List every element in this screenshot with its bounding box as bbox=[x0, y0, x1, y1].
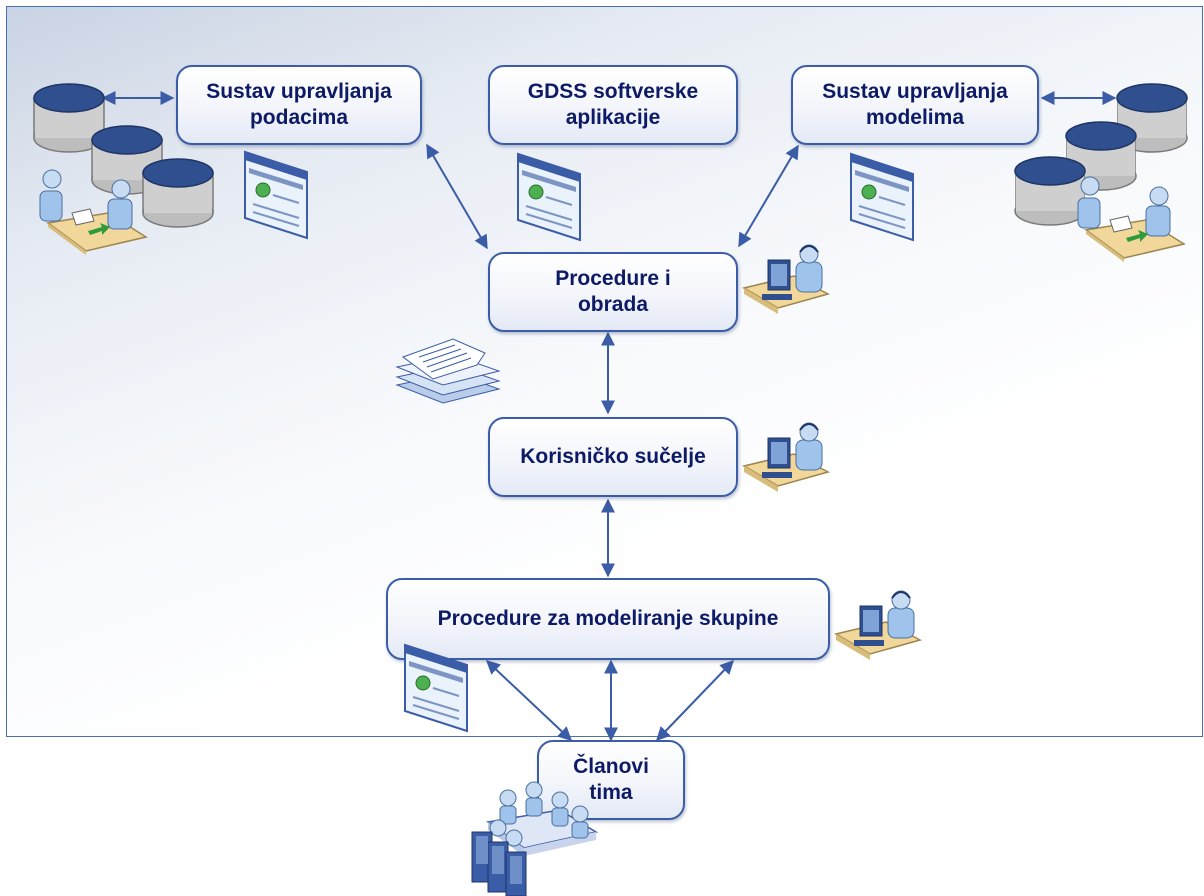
data-management-node: Sustav upravljanja podacima bbox=[176, 65, 422, 145]
database-icon bbox=[1014, 156, 1086, 226]
application-window-icon bbox=[517, 152, 581, 242]
arrow-group-to-team-right bbox=[656, 659, 734, 742]
meeting-at-desk-icon bbox=[39, 169, 148, 255]
arrow-models-to-procedures bbox=[738, 144, 799, 248]
database-icon bbox=[142, 158, 214, 228]
model-management-node: Sustav upravljanja modelima bbox=[791, 65, 1039, 145]
team-members-label: Članovi tima bbox=[573, 755, 649, 804]
arrow-data-to-procedures bbox=[426, 143, 488, 250]
procedures-label: Procedure i obrada bbox=[555, 267, 671, 316]
gdss-applications-node: GDSS softverske aplikacije bbox=[488, 65, 738, 145]
procedures-node: Procedure i obrada bbox=[488, 252, 738, 332]
group-modeling-label: Procedure za modeliranje skupine bbox=[437, 607, 779, 631]
team-at-table-icon bbox=[471, 781, 598, 896]
group-modeling-node: Procedure za modeliranje skupine bbox=[386, 578, 830, 660]
arrow-group-to-team-left bbox=[485, 660, 573, 741]
data-management-label: Sustav upravljanja podacima bbox=[206, 80, 392, 129]
user-interface-label: Korisničko sučelje bbox=[520, 445, 706, 469]
database-icon bbox=[33, 83, 105, 153]
operator-at-computer-icon bbox=[834, 590, 923, 660]
application-window-icon bbox=[244, 150, 308, 240]
gdss-applications-label: GDSS softverske aplikacije bbox=[527, 80, 699, 129]
operator-at-computer-icon bbox=[742, 422, 831, 492]
application-window-icon bbox=[850, 152, 914, 242]
database-icon bbox=[1065, 121, 1137, 191]
model-management-label: Sustav upravljanja modelima bbox=[822, 80, 1008, 129]
meeting-at-desk-icon bbox=[1077, 176, 1186, 262]
operator-at-computer-icon bbox=[742, 244, 831, 314]
user-interface-node: Korisničko sučelje bbox=[488, 417, 738, 497]
team-members-node: Članovi tima bbox=[537, 740, 685, 820]
document-stack-icon bbox=[395, 338, 501, 404]
application-window-icon bbox=[404, 643, 468, 733]
